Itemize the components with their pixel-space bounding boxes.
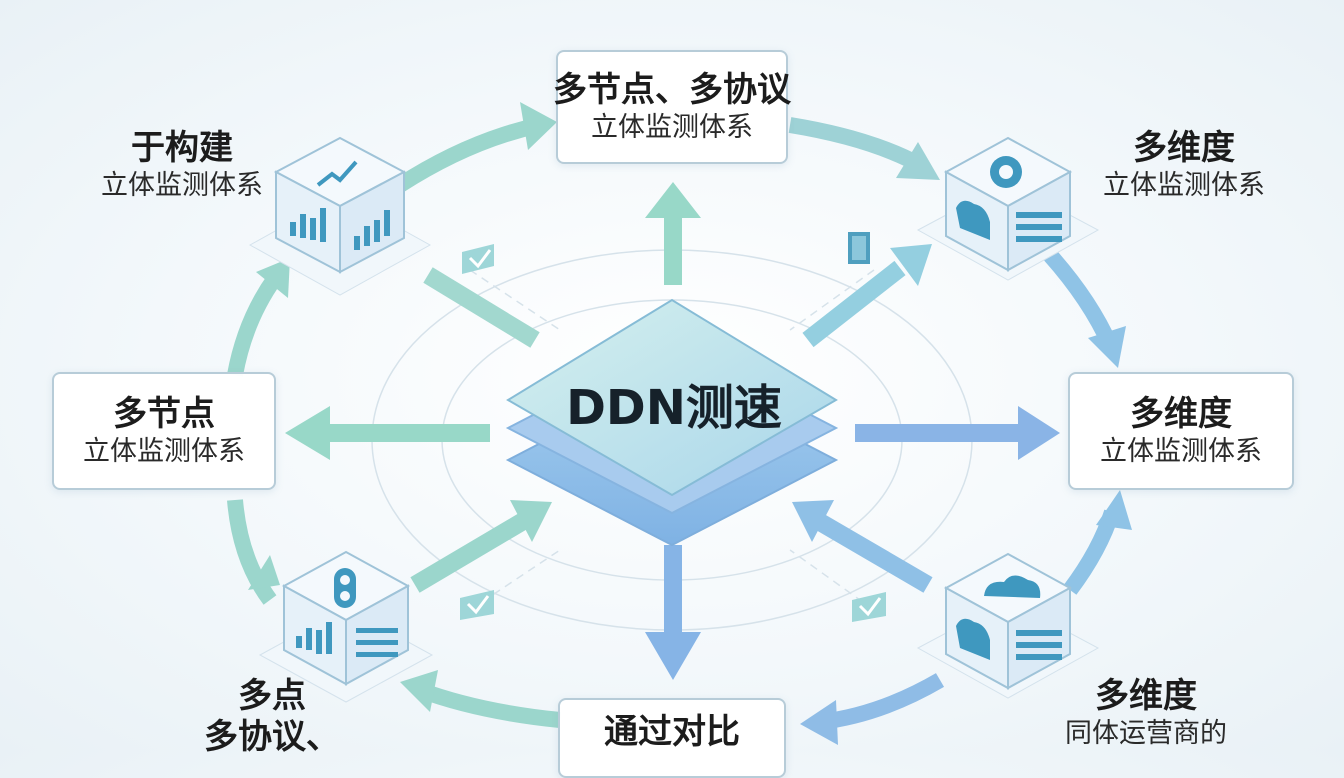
spoke-right-head bbox=[1018, 406, 1060, 460]
cube-bottom-left bbox=[258, 550, 434, 703]
spoke-br-shaft bbox=[815, 514, 933, 593]
ring-arrow-left-lower-head bbox=[248, 555, 280, 590]
ring-arrow-bottom-left bbox=[417, 682, 561, 728]
label-top-left: 于构建 立体监测体系 bbox=[84, 128, 280, 203]
label-top-right-title: 多维度 bbox=[1133, 128, 1235, 168]
cloud-icon bbox=[956, 618, 990, 660]
ring-arrow-bottom-right bbox=[819, 673, 945, 730]
ring-arrow-right-upper bbox=[1044, 249, 1118, 349]
label-bottom-right: 多维度 同体运营商的 bbox=[1046, 676, 1246, 751]
ring-arrow-top-right bbox=[788, 117, 924, 173]
label-bottom-left: 多点 多协议、 bbox=[200, 676, 344, 758]
node-box-right-title: 多维度 bbox=[1130, 393, 1232, 434]
server-rack-icon bbox=[1016, 212, 1062, 242]
check-icon bbox=[462, 244, 494, 274]
node-box-bottom-title: 通过对比 bbox=[604, 712, 740, 752]
center-slab-top bbox=[506, 298, 838, 497]
bar-chart-icon bbox=[290, 208, 326, 242]
cloud-icon bbox=[984, 575, 1041, 598]
node-box-right-subtitle: 立体监测体系 bbox=[1100, 435, 1262, 467]
spoke-left-shaft bbox=[322, 424, 490, 442]
bar-chart-icon bbox=[354, 210, 390, 250]
spoke-left-head bbox=[285, 406, 330, 460]
spoke-down-head bbox=[645, 632, 701, 680]
ring-arrow-top-left bbox=[395, 117, 542, 192]
toggle-icon bbox=[334, 568, 356, 608]
cube-top-right bbox=[916, 136, 1100, 281]
spoke-tr-head bbox=[890, 244, 932, 286]
label-bottom-left-title: 多点 bbox=[238, 676, 306, 716]
ring-arrow-left-upper bbox=[227, 273, 282, 377]
spoke-tr-shaft bbox=[802, 260, 906, 348]
node-box-left: 多节点 立体监测体系 bbox=[52, 372, 276, 490]
ring-arrow-right-lower-head bbox=[1096, 490, 1132, 530]
ring-arrow-top-left-head bbox=[520, 102, 557, 150]
label-top-right-subtitle: 立体监测体系 bbox=[1103, 169, 1265, 201]
label-bottom-right-title: 多维度 bbox=[1095, 676, 1197, 716]
spoke-right-shaft bbox=[855, 424, 1025, 442]
bar-chart-icon bbox=[296, 622, 332, 654]
cube-bottom-right bbox=[916, 552, 1100, 699]
cube-top-left bbox=[248, 136, 432, 296]
document-icon bbox=[848, 232, 870, 264]
center-label: DDN测速 bbox=[566, 380, 782, 436]
label-top-left-title: 于构建 bbox=[131, 128, 233, 168]
check-icon bbox=[460, 590, 494, 620]
label-bottom-left-subtitle: 多协议、 bbox=[204, 716, 340, 757]
node-box-left-subtitle: 立体监测体系 bbox=[83, 435, 245, 467]
ring-arrow-bottom-right-head bbox=[800, 700, 838, 745]
spoke-bl-shaft bbox=[410, 512, 530, 593]
spoke-tl-shaft bbox=[423, 267, 540, 348]
spoke-down-shaft bbox=[664, 545, 682, 635]
ring-arrow-bottom-left-head bbox=[400, 670, 438, 712]
gear-icon bbox=[990, 156, 1022, 188]
label-top-left-subtitle: 立体监测体系 bbox=[101, 169, 263, 201]
spoke-br-head bbox=[792, 500, 834, 542]
spoke-bl-head bbox=[510, 500, 552, 542]
diagram-canvas bbox=[227, 102, 1132, 745]
node-box-left-title: 多节点 bbox=[113, 393, 215, 434]
node-box-top-title: 多节点、多协议 bbox=[553, 69, 791, 110]
center-node bbox=[505, 298, 839, 547]
spoke-up-shaft bbox=[664, 215, 682, 285]
node-box-bottom: 通过对比 bbox=[558, 698, 786, 778]
node-box-top-subtitle: 立体监测体系 bbox=[591, 111, 753, 143]
data-table-icon bbox=[356, 628, 398, 657]
ring-arrows bbox=[227, 102, 1132, 745]
server-rack-icon bbox=[1016, 630, 1062, 660]
cloud-icon bbox=[956, 200, 990, 240]
spoke-up-head bbox=[645, 182, 701, 218]
label-top-right: 多维度 立体监测体系 bbox=[1086, 128, 1282, 203]
check-icon bbox=[852, 592, 886, 622]
spoke-arrows bbox=[285, 182, 1060, 680]
node-box-right: 多维度 立体监测体系 bbox=[1068, 372, 1294, 490]
ring-arrow-right-upper-head bbox=[1088, 326, 1126, 368]
node-box-top: 多节点、多协议 立体监测体系 bbox=[553, 50, 791, 164]
label-bottom-right-subtitle: 同体运营商的 bbox=[1065, 717, 1227, 749]
ring-arrow-left-upper-head bbox=[256, 258, 290, 298]
ring-arrow-left-lower bbox=[227, 499, 277, 605]
ring-arrow-top-right-head bbox=[896, 142, 940, 180]
trend-chart-icon bbox=[316, 160, 358, 187]
